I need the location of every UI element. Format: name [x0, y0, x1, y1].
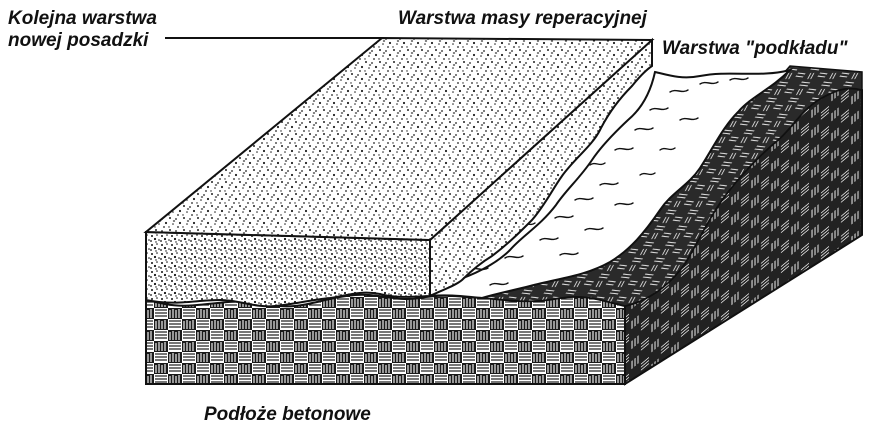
new-floor-layer-front-face: [146, 232, 430, 306]
concrete-front-face: [146, 295, 625, 384]
